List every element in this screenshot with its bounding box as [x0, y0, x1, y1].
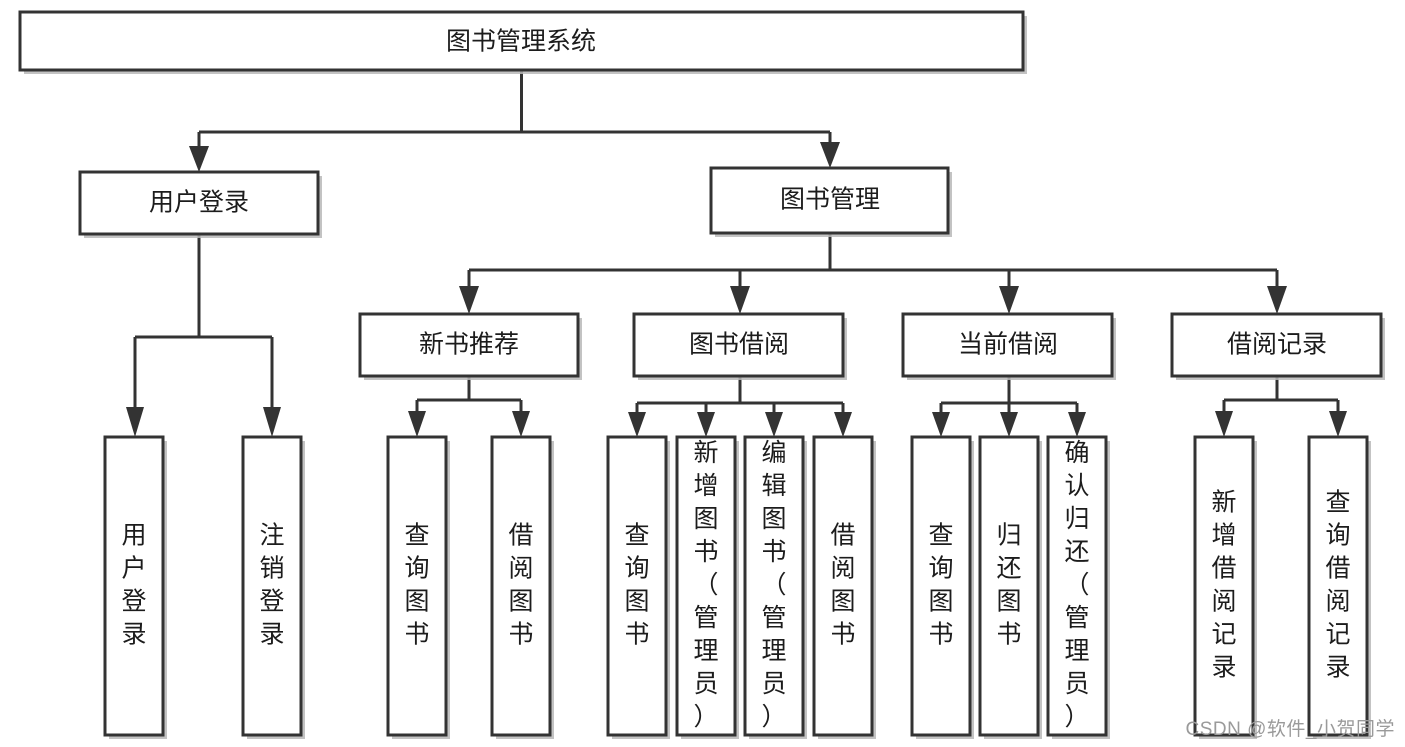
leaf-node-user-login[interactable]: 用户登录	[103, 435, 167, 739]
leaf-node-borrow-book-recommend[interactable]: 借阅图书	[490, 435, 554, 739]
node-book-borrow[interactable]: 图书借阅	[632, 312, 847, 380]
leaf-label-edit-book: 编辑图书（管理员）	[761, 439, 786, 731]
leaf-label-return-book: 归还图书	[996, 521, 1021, 648]
arrow-to-leaf-add-book	[697, 412, 715, 437]
leaf-node-add-book[interactable]: 新增图书（管理员）	[675, 435, 739, 739]
arrow-to-leaf-query-record	[1329, 411, 1347, 437]
leaf-node-query-borrow-record[interactable]: 查询借阅记录	[1307, 435, 1371, 739]
arrow-to-leaf-confirm-return	[1068, 412, 1086, 437]
node-label-current-borrow: 当前借阅	[958, 331, 1058, 359]
node-label-root: 图书管理系统	[446, 28, 596, 56]
node-label-borrow-record: 借阅记录	[1227, 331, 1327, 359]
arrow-to-leaf-logout	[263, 407, 281, 437]
leaf-node-confirm-return[interactable]: 确认归还（管理员）	[1046, 435, 1110, 739]
arrow-to-user-login	[189, 146, 209, 172]
leaf-label-query-borrow-record: 查询借阅记录	[1325, 488, 1350, 681]
node-label-book-borrow: 图书借阅	[689, 331, 789, 359]
node-label-new-book-recommend: 新书推荐	[419, 331, 519, 359]
leaf-label-query-book-1: 查询图书	[404, 521, 429, 648]
node-label-book-management: 图书管理	[780, 186, 880, 214]
leaf-node-query-book-borrow[interactable]: 查询图书	[606, 435, 670, 739]
leaf-node-logout[interactable]: 注销登录	[241, 435, 305, 739]
leaf-node-add-borrow-record[interactable]: 新增借阅记录	[1193, 435, 1257, 739]
leaf-label-query-book-2: 查询图书	[624, 521, 649, 648]
arrow-to-leaf-edit-book	[765, 412, 783, 437]
arrow-to-leaf-return-book	[1000, 412, 1018, 437]
node-new-book-recommend[interactable]: 新书推荐	[358, 312, 582, 380]
arrow-to-new-book-recommend	[459, 286, 479, 314]
node-root-system[interactable]: 图书管理系统	[18, 10, 1027, 74]
leaf-label-borrow-book-1: 借阅图书	[508, 521, 533, 648]
leaf-node-return-book[interactable]: 归还图书	[978, 435, 1042, 739]
node-user-login[interactable]: 用户登录	[78, 170, 322, 238]
arrow-to-book-management	[820, 142, 840, 168]
arrow-to-current-borrow	[999, 286, 1019, 314]
leaf-node-edit-book[interactable]: 编辑图书（管理员）	[743, 435, 807, 739]
leaf-node-borrow-book-2[interactable]: 借阅图书	[812, 435, 876, 739]
arrow-to-leaf-borrow-book-1	[512, 411, 530, 437]
arrow-to-leaf-query-book-1	[408, 411, 426, 437]
node-label-user-login: 用户登录	[149, 189, 249, 217]
leaf-label-borrow-book-2: 借阅图书	[830, 521, 855, 648]
arrow-to-leaf-user-login	[126, 407, 144, 437]
arrow-to-leaf-add-record	[1215, 411, 1233, 437]
leaf-label-add-borrow-record: 新增借阅记录	[1211, 488, 1236, 681]
arrow-to-leaf-query-book-2	[628, 412, 646, 437]
leaf-label-add-book: 新增图书（管理员）	[693, 439, 718, 731]
arrow-to-book-borrow	[730, 286, 750, 314]
leaf-label-user-login: 用户登录	[121, 521, 146, 648]
leaf-node-query-book-current[interactable]: 查询图书	[910, 435, 974, 739]
arrow-to-leaf-query-book-3	[932, 412, 950, 437]
node-borrow-record[interactable]: 借阅记录	[1170, 312, 1385, 380]
leaf-label-logout: 注销登录	[259, 521, 284, 648]
node-current-borrow[interactable]: 当前借阅	[901, 312, 1116, 380]
leaf-node-query-book-recommend[interactable]: 查询图书	[386, 435, 450, 739]
leaf-label-confirm-return: 确认归还（管理员）	[1064, 439, 1089, 731]
arrow-to-leaf-borrow-book-2	[834, 412, 852, 437]
node-book-management[interactable]: 图书管理	[709, 166, 952, 237]
leaf-label-query-book-3: 查询图书	[928, 521, 953, 648]
connector-layer	[126, 70, 1347, 437]
arrow-to-borrow-record	[1267, 286, 1287, 314]
